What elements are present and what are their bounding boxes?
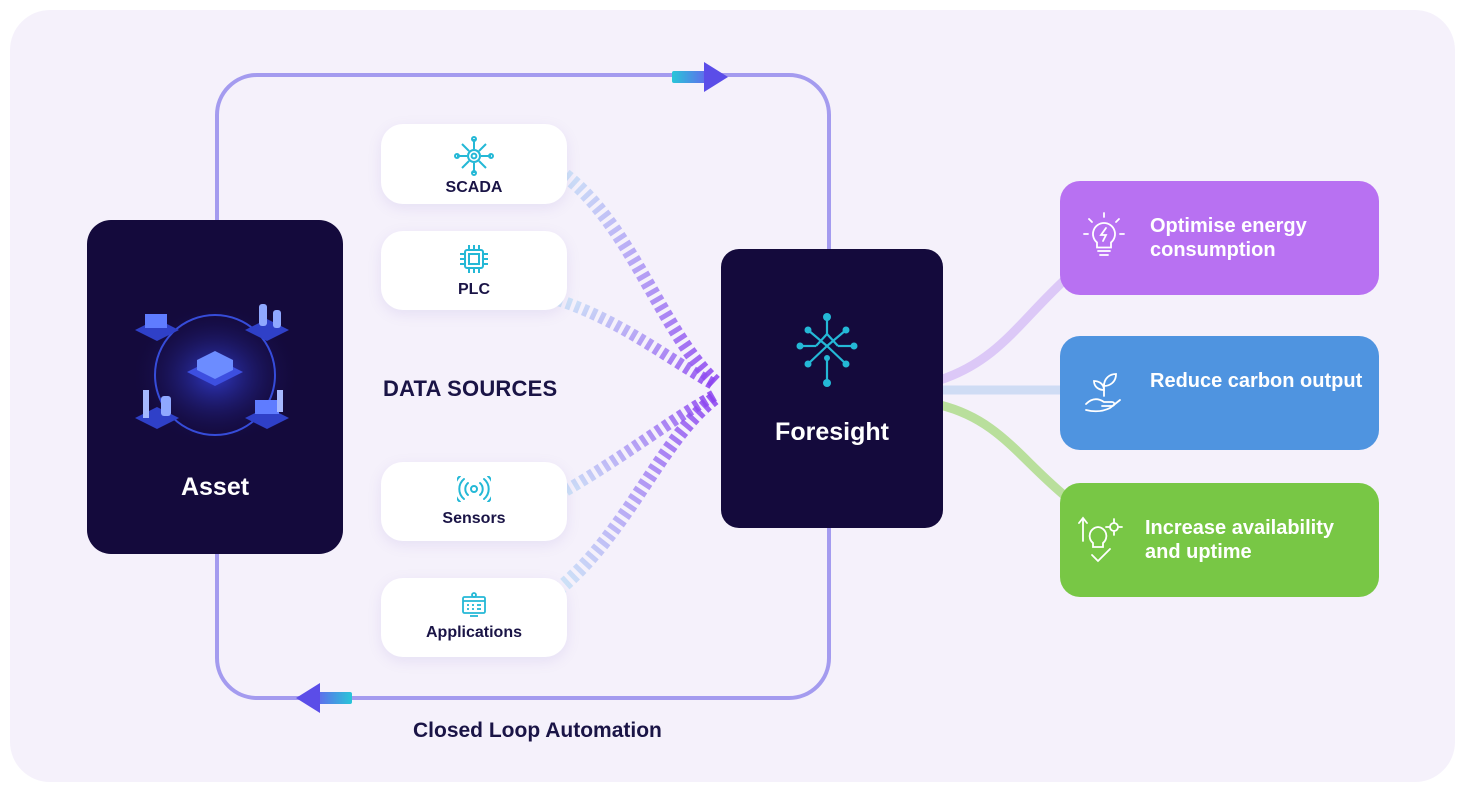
data-stream-plc	[556, 294, 718, 391]
source-card-sensors: Sensors	[381, 462, 567, 541]
asset-label: Asset	[180, 473, 250, 501]
network-gear-icon	[454, 136, 494, 176]
outcome-label-energy: Optimise energy consumption	[1150, 215, 1307, 261]
data-sources-title: DATA SOURCES	[383, 376, 558, 401]
outcome-card-energy: Optimise energy consumption	[1060, 181, 1379, 295]
data-stream-scada	[553, 164, 720, 388]
wireless-sensor-icon	[457, 476, 491, 502]
source-label-plc: PLC	[458, 281, 490, 298]
source-label-scada: SCADA	[445, 179, 503, 196]
lightbulb-energy-icon	[1083, 212, 1125, 256]
industrial-plant-icon	[130, 303, 300, 447]
data-stream-applications	[553, 392, 720, 596]
outcome-card-carbon: Reduce carbon output	[1060, 336, 1379, 450]
data-stream-sensors	[555, 389, 718, 501]
chip-icon	[460, 245, 488, 273]
diagram-canvas: Asset SCADA	[10, 10, 1455, 782]
closed-loop-label: Closed Loop Automation	[413, 719, 662, 742]
foresight-label: Foresight	[775, 418, 889, 446]
source-card-scada: SCADA	[381, 124, 567, 204]
uptime-gear-icon	[1078, 516, 1123, 563]
source-label-applications: Applications	[425, 624, 522, 641]
loop-arrow-right-icon	[672, 62, 728, 92]
foresight-card: Foresight	[721, 249, 943, 528]
connector-uptime	[938, 400, 1073, 504]
neural-network-icon	[796, 313, 858, 387]
source-label-sensors: Sensors	[442, 510, 506, 527]
outcome-label-uptime: Increase availability and uptime	[1145, 517, 1335, 563]
plant-hand-icon	[1085, 373, 1121, 413]
source-card-applications: Applications	[381, 578, 567, 657]
loop-arrow-left-icon	[296, 683, 352, 713]
asset-card: Asset	[87, 220, 343, 554]
source-card-plc: PLC	[381, 231, 567, 310]
flow-lines	[215, 62, 1074, 713]
outcome-label-carbon: Reduce carbon output	[1150, 370, 1363, 392]
app-window-icon	[462, 592, 486, 617]
outcome-card-uptime: Increase availability and uptime	[1060, 483, 1379, 597]
connector-energy	[938, 271, 1074, 385]
